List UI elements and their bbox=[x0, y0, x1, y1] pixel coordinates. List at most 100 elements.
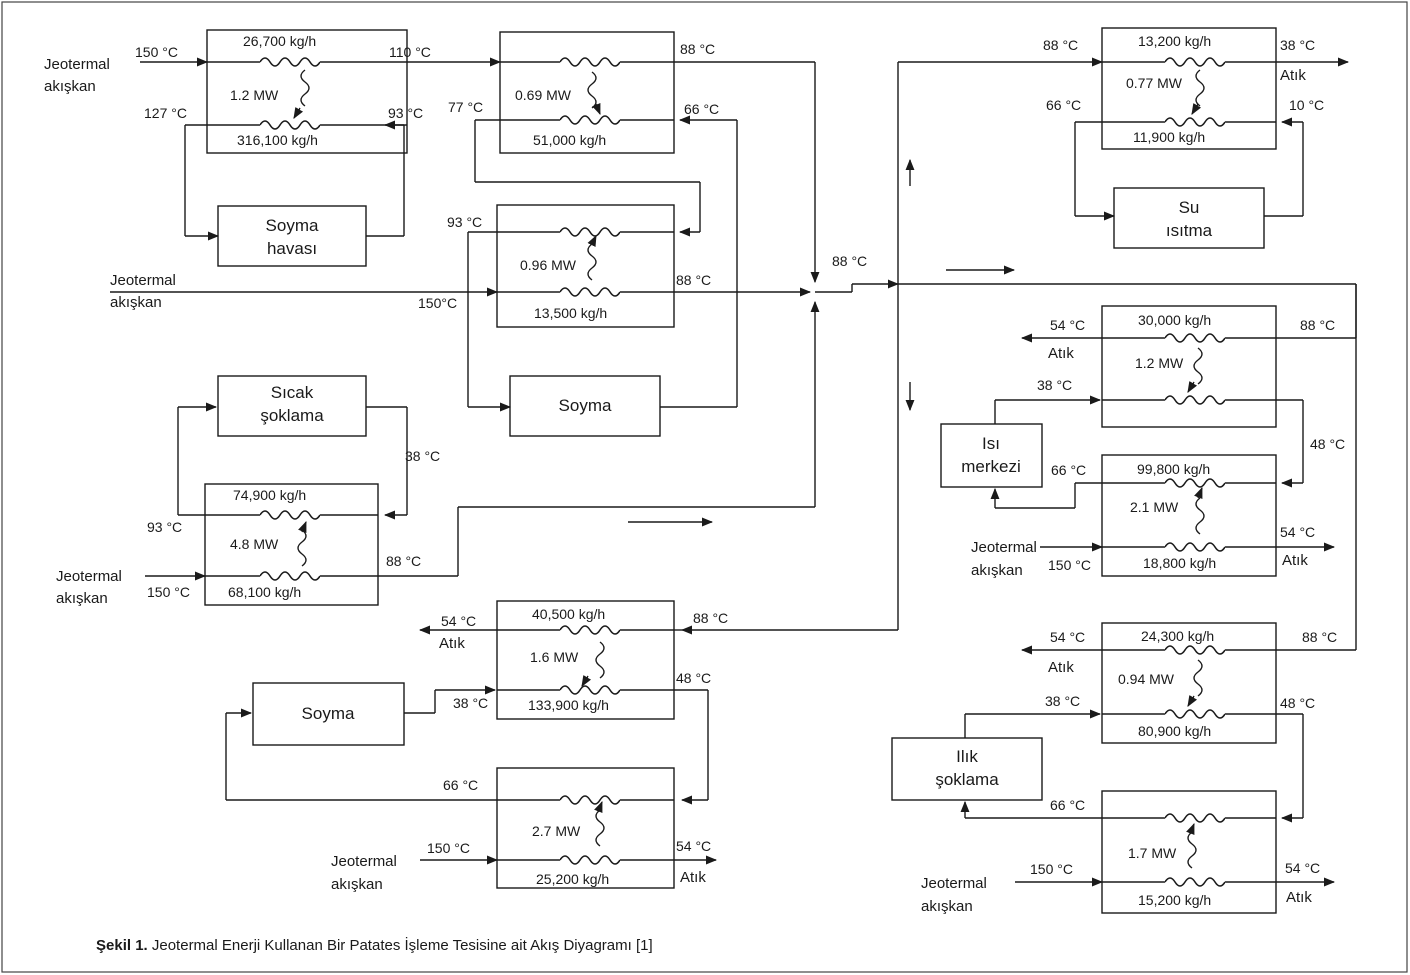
hx5-bottom-flow: 133,900 kg/h bbox=[528, 697, 609, 713]
jeotermal-label-4: Jeotermal bbox=[331, 853, 397, 870]
hx5-power: 1.6 MW bbox=[530, 649, 579, 665]
hx10-out-temp: 54 °C bbox=[1050, 629, 1085, 645]
hx6-return-out: 66 °C bbox=[443, 777, 478, 793]
sicak-soklama-box bbox=[217, 375, 367, 437]
hx7-atik: Atık bbox=[1280, 67, 1306, 84]
hx1-return-out: 127 °C bbox=[144, 105, 187, 121]
hx9-top-flow: 99,800 kg/h bbox=[1137, 461, 1210, 477]
hx7-out-temp: 38 °C bbox=[1280, 37, 1315, 53]
akiskan-label-3: akışkan bbox=[56, 590, 108, 607]
soyma-mid-label: Soyma bbox=[559, 396, 612, 415]
hx10-atik: Atık bbox=[1048, 659, 1074, 676]
hx7-bottom-flow: 11,900 kg/h bbox=[1133, 129, 1205, 145]
hx7-return-in: 10 °C bbox=[1289, 97, 1324, 113]
hx9-power: 2.1 MW bbox=[1130, 499, 1179, 515]
hx1-power: 1.2 MW bbox=[230, 87, 279, 103]
hx5-return-in: 38 °C bbox=[453, 695, 488, 711]
hx1-out-temp: 110 °C bbox=[389, 44, 431, 60]
soyma-havasi-line1: Soyma bbox=[266, 216, 319, 235]
akiskan-label-2: akışkan bbox=[110, 294, 162, 311]
akiskan-label-6: akışkan bbox=[921, 898, 973, 915]
hx4-box bbox=[204, 483, 379, 606]
hx2-power: 0.69 MW bbox=[515, 87, 572, 103]
isi-merkezi-box bbox=[940, 423, 1043, 488]
hx1-box bbox=[206, 29, 408, 154]
hx6-bottom-flow: 25,200 kg/h bbox=[536, 871, 609, 887]
hx10-return-out: 48 °C bbox=[1280, 695, 1315, 711]
akiskan-label-1: akışkan bbox=[44, 78, 96, 95]
hx5-top-flow: 40,500 kg/h bbox=[532, 606, 605, 622]
hx9-atik: Atık bbox=[1282, 552, 1308, 569]
ilik-soklama-box bbox=[891, 737, 1043, 801]
hx1-bottom-flow: 316,100 kg/h bbox=[237, 132, 318, 148]
hx10-box bbox=[1101, 622, 1277, 744]
hx10-return-in: 38 °C bbox=[1045, 693, 1080, 709]
junction-temp: 88 °C bbox=[832, 253, 867, 269]
hx7-return-out: 66 °C bbox=[1046, 97, 1081, 113]
hx8-power: 1.2 MW bbox=[1135, 355, 1184, 371]
ilik-soklama-line2: şoklama bbox=[935, 770, 999, 789]
ilik-soklama-line1: Ilık bbox=[956, 747, 978, 766]
hx9-in-temp: 150 °C bbox=[1048, 557, 1091, 573]
hx9-return-out: 66 °C bbox=[1051, 462, 1086, 478]
hx8-box bbox=[1101, 305, 1277, 428]
hx5-out-temp: 54 °C bbox=[441, 613, 476, 629]
hx9-box bbox=[1101, 454, 1277, 577]
hx7-in-temp: 88 °C bbox=[1043, 37, 1078, 53]
hx4-top-flow: 74,900 kg/h bbox=[233, 487, 306, 503]
figure-caption: Şekil 1. Jeotermal Enerji Kullanan Bir P… bbox=[96, 936, 653, 954]
hx4-bottom-flow: 68,100 kg/h bbox=[228, 584, 301, 600]
caption-text: Jeotermal Enerji Kullanan Bir Patates İş… bbox=[148, 936, 653, 954]
hx11-out-temp: 54 °C bbox=[1285, 860, 1320, 876]
hx10-top-flow: 24,300 kg/h bbox=[1141, 628, 1214, 644]
hx7-box bbox=[1101, 27, 1277, 150]
hx2-return-out: 77 °C bbox=[448, 99, 483, 115]
hx5-in-temp: 88 °C bbox=[693, 610, 728, 626]
hx9-bottom-flow: 18,800 kg/h bbox=[1143, 555, 1216, 571]
sicak-soklama-line1: Sıcak bbox=[271, 383, 314, 402]
hx4-return-out: 93 °C bbox=[147, 519, 182, 535]
hx3-out-temp: 88 °C bbox=[676, 272, 711, 288]
hx3-power: 0.96 MW bbox=[520, 257, 577, 273]
hx3-bottom-flow: 13,500 kg/h bbox=[534, 305, 607, 321]
hx1-in-temp: 150 °C bbox=[135, 44, 178, 60]
su-isitma-box bbox=[1113, 187, 1265, 249]
soyma-havasi-box bbox=[217, 205, 367, 267]
jeotermal-label-5: Jeotermal bbox=[971, 539, 1037, 556]
jeotermal-label-1: Jeotermal bbox=[44, 56, 110, 73]
hx6-power: 2.7 MW bbox=[532, 823, 581, 839]
isi-merkezi-line1: Isı bbox=[982, 434, 1000, 453]
hx3-box bbox=[496, 204, 675, 328]
soyma-bottom-label: Soyma bbox=[302, 704, 355, 723]
hx8-top-flow: 30,000 kg/h bbox=[1138, 312, 1211, 328]
hx8-in-temp: 88 °C bbox=[1300, 317, 1335, 333]
hx1-return-in: 93 °C bbox=[388, 105, 423, 121]
hx10-power: 0.94 MW bbox=[1118, 671, 1175, 687]
hx11-box bbox=[1101, 790, 1277, 914]
hx2-out-temp: 88 °C bbox=[680, 41, 715, 57]
isi-merkezi-line2: merkezi bbox=[961, 457, 1021, 476]
hx10-in-temp: 88 °C bbox=[1302, 629, 1337, 645]
hx10-bottom-flow: 80,900 kg/h bbox=[1138, 723, 1211, 739]
soyma-havasi-line2: havası bbox=[267, 239, 317, 258]
hx2-bottom-flow: 51,000 kg/h bbox=[533, 132, 606, 148]
hx4-out-temp: 88 °C bbox=[386, 553, 421, 569]
hx5-atik: Atık bbox=[439, 635, 465, 652]
hx6-out-temp: 54 °C bbox=[676, 838, 711, 854]
hx3-return-out: 93 °C bbox=[447, 214, 482, 230]
akiskan-label-4: akışkan bbox=[331, 876, 383, 893]
hx1-top-flow: 26,700 kg/h bbox=[243, 33, 316, 49]
hx8-out-temp: 54 °C bbox=[1050, 317, 1085, 333]
jeotermal-label-3: Jeotermal bbox=[56, 568, 122, 585]
jeotermal-label-2: Jeotermal bbox=[110, 272, 176, 289]
caption-label: Şekil 1. bbox=[96, 937, 148, 954]
hx4-in-temp: 150 °C bbox=[147, 584, 190, 600]
hx6-in-temp: 150 °C bbox=[427, 840, 470, 856]
su-isitma-line2: ısıtma bbox=[1166, 221, 1213, 240]
hx2-return-in: 66 °C bbox=[684, 101, 719, 117]
soyma-bottom-box bbox=[252, 682, 405, 746]
jeotermal-label-6: Jeotermal bbox=[921, 875, 987, 892]
